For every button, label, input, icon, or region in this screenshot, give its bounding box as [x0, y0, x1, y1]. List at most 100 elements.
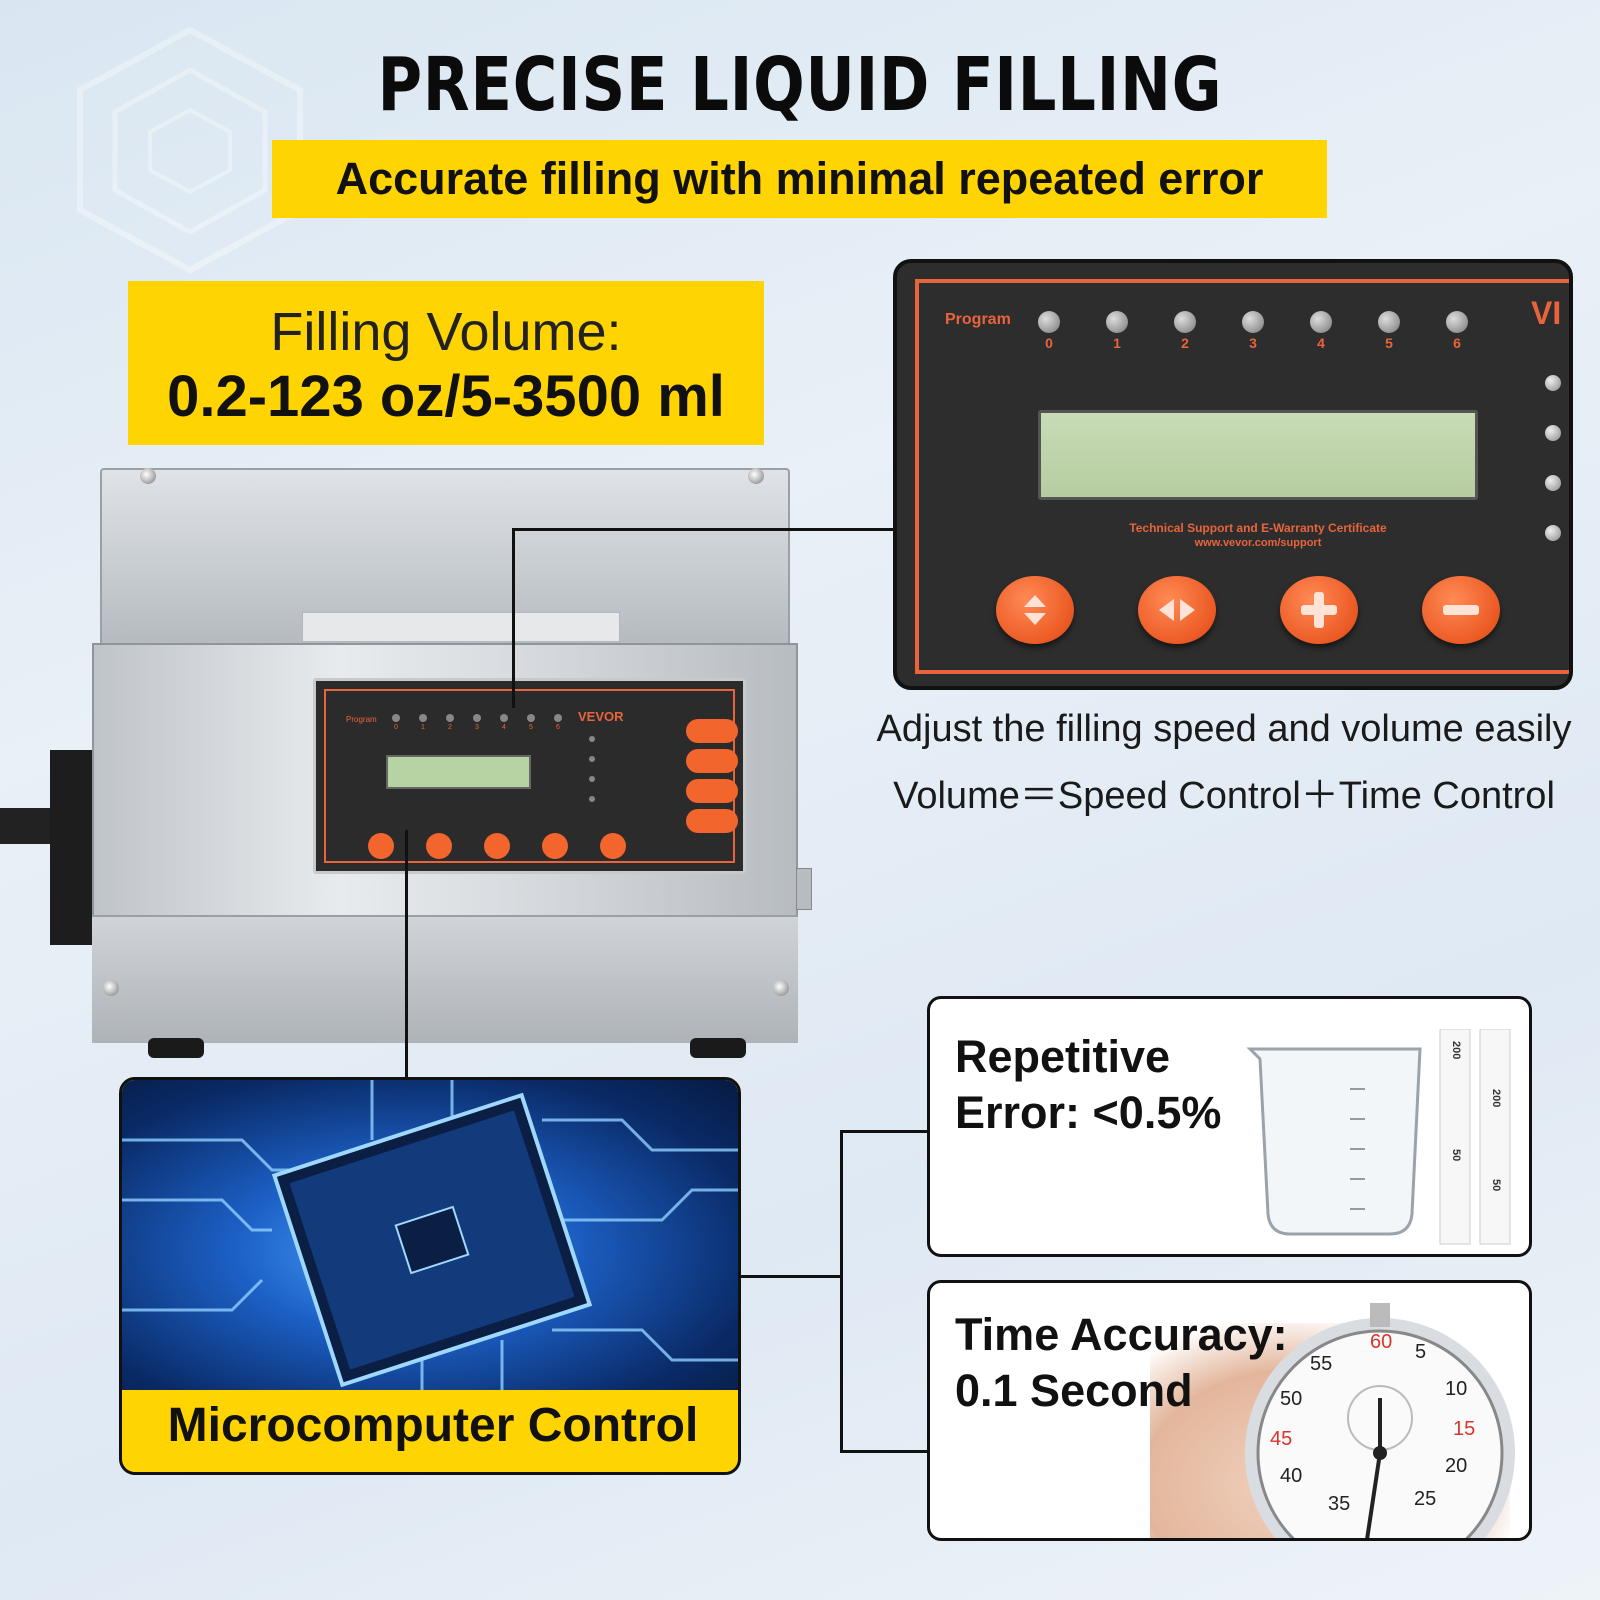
ruler-label: 50	[1450, 1149, 1462, 1162]
beaker-icon	[1246, 1029, 1511, 1245]
stopwatch-number: 50	[1280, 1388, 1303, 1410]
repetitive-error-line2: Error: <0.5%	[955, 1087, 1222, 1138]
status-led	[1545, 475, 1561, 491]
status-led	[1545, 525, 1561, 541]
program-led	[1378, 311, 1400, 333]
page-title: PRECISE LIQUID FILLING	[377, 42, 1223, 128]
screw-icon	[140, 468, 156, 484]
circuit-chip-icon	[122, 1080, 738, 1390]
brand-logo: VI	[1531, 295, 1562, 331]
minus-icon	[1443, 605, 1479, 615]
volume-formula: Volume＝Speed Control＋Time Control	[893, 775, 1555, 817]
circle-button[interactable]	[600, 833, 626, 859]
program-led	[446, 714, 454, 722]
adjust-description: Adjust the filling speed and volume easi…	[876, 708, 1572, 750]
status-led	[589, 796, 595, 802]
subtitle-text: Accurate filling with minimal repeated e…	[335, 153, 1264, 204]
stopwatch-number: 45	[1270, 1428, 1293, 1450]
program-led	[1310, 311, 1332, 333]
minus-button[interactable]	[542, 833, 568, 859]
program-led	[1038, 311, 1060, 333]
stopwatch-number: 55	[1310, 1353, 1333, 1375]
program-number: 2	[448, 724, 452, 731]
stopwatch-number: 35	[1328, 1493, 1351, 1515]
stopwatch-icon	[1245, 1303, 1515, 1538]
machine-control-panel: Program 0 1 2 3 4 5 6 VEVOR	[313, 678, 746, 874]
time-accuracy-line1: Time Accuracy:	[955, 1309, 1288, 1360]
data-clearing-button[interactable]	[686, 779, 738, 803]
outlet-pipe	[0, 808, 54, 844]
repetitive-error-card: Repetitive Error: <0.5% 200 50 200 50	[927, 996, 1532, 1257]
on-off-button[interactable]	[686, 809, 738, 833]
callout-line	[741, 1275, 841, 1278]
callout-line	[840, 1130, 843, 1452]
minus-button[interactable]	[1422, 576, 1500, 644]
program-number: 1	[421, 724, 425, 731]
status-led	[589, 756, 595, 762]
stopwatch-number: 60	[1370, 1331, 1393, 1353]
status-led	[589, 776, 595, 782]
program-number: 0	[1045, 335, 1053, 351]
screw-icon	[773, 980, 789, 996]
stopwatch-number: 25	[1414, 1488, 1437, 1510]
screw-icon	[103, 980, 119, 996]
callout-line	[405, 830, 408, 1077]
stopwatch-number: 10	[1445, 1378, 1468, 1400]
program-led	[1106, 311, 1128, 333]
program-number: 0	[394, 724, 398, 731]
plus-button[interactable]	[484, 833, 510, 859]
subtitle-banner: Accurate filling with minimal repeated e…	[272, 140, 1327, 218]
status-led	[1545, 375, 1561, 391]
nozzle-block	[50, 750, 94, 945]
callout-line	[840, 1130, 928, 1133]
program-label: Program	[346, 715, 377, 724]
program-number: 3	[475, 724, 479, 731]
continuous-button[interactable]	[686, 719, 738, 743]
zoomed-control-panel: Program 0 1 2 3 4 5 6 VI Technical Suppo…	[893, 259, 1573, 690]
filling-volume-label: Filling Volume:	[270, 302, 622, 362]
program-led	[1446, 311, 1468, 333]
callout-line	[512, 528, 515, 708]
stopwatch-number: 20	[1445, 1455, 1468, 1477]
program-led	[419, 714, 427, 722]
plus-button[interactable]	[1280, 576, 1358, 644]
machine-base	[92, 915, 798, 1043]
screw-icon	[748, 468, 764, 484]
side-connector	[796, 868, 812, 910]
stopwatch-number: 15	[1453, 1418, 1476, 1440]
program-led	[500, 714, 508, 722]
program-number: 3	[1249, 335, 1257, 351]
machine-foot	[148, 1038, 204, 1058]
up-down-arrows-icon	[1024, 595, 1046, 625]
program-led	[1242, 311, 1264, 333]
program-label: Program	[945, 311, 1011, 328]
stopwatch-number: 40	[1280, 1465, 1303, 1487]
program-number: 4	[502, 724, 506, 731]
up-down-button[interactable]	[368, 833, 394, 859]
parameter-set-button[interactable]	[686, 749, 738, 773]
microcomputer-label: Microcomputer Control	[167, 1399, 699, 1452]
program-number: 6	[1453, 335, 1461, 351]
plus-icon	[1301, 592, 1337, 628]
left-right-button[interactable]	[1138, 576, 1216, 644]
callout-line	[840, 1450, 928, 1453]
ruler-label: 50	[1490, 1179, 1502, 1192]
machine-foot	[690, 1038, 746, 1058]
lcd-display	[386, 755, 531, 789]
brand-logo: VEVOR	[578, 709, 624, 724]
program-number: 4	[1317, 335, 1325, 351]
repetitive-error-line1: Repetitive	[955, 1031, 1171, 1082]
program-number: 5	[1385, 335, 1393, 351]
up-down-button[interactable]	[996, 576, 1074, 644]
warning-sticker	[302, 612, 620, 642]
panel-frame	[915, 279, 1569, 674]
program-number: 6	[556, 724, 560, 731]
filling-volume-box: Filling Volume: 0.2-123 oz/5-3500 ml	[128, 281, 764, 445]
time-accuracy-card: 60 5 10 15 20 25 35 40 45 50 55 Time Acc…	[927, 1280, 1532, 1541]
program-led	[527, 714, 535, 722]
left-right-button[interactable]	[426, 833, 452, 859]
program-number: 2	[1181, 335, 1189, 351]
support-url: www.vevor.com/support	[1194, 537, 1322, 549]
ruler-label: 200	[1450, 1041, 1462, 1060]
program-led	[473, 714, 481, 722]
